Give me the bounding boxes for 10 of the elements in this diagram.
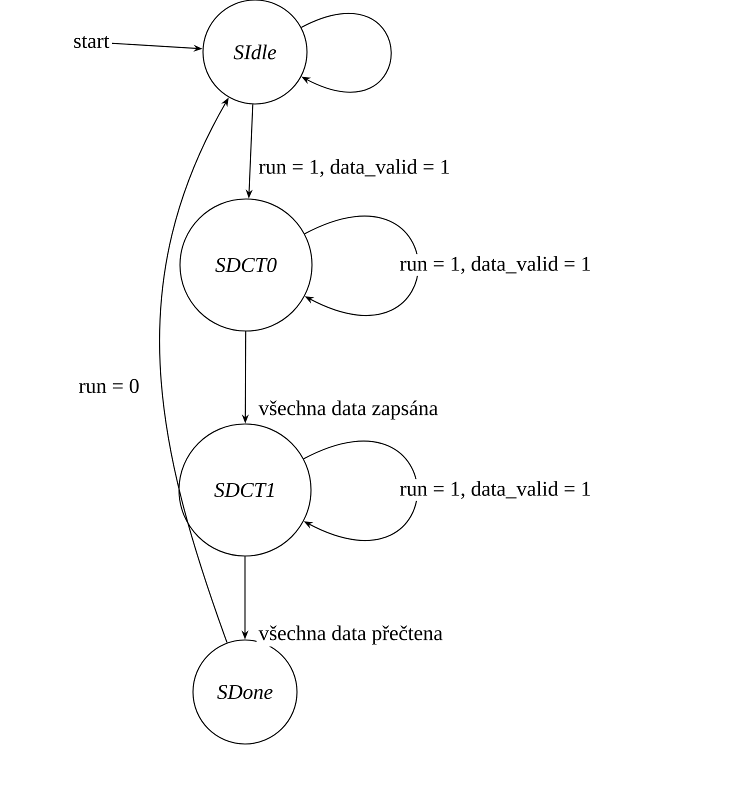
edge-label: všechna data zapsána <box>256 398 440 422</box>
edge-label: run = 1, data_valid = 1 <box>398 479 594 501</box>
loop-arrow <box>301 12 392 93</box>
start-text: start <box>74 36 110 48</box>
loop-arrow <box>304 440 418 541</box>
edge-label: run = 1, data_valid = 1 <box>256 157 452 179</box>
edge-label: všechna data přečtena <box>256 623 445 647</box>
loop-arrow <box>304 216 419 316</box>
edge-label: run = 0 <box>76 376 142 396</box>
edge-label: run = 1, data_valid = 1 <box>398 254 594 276</box>
